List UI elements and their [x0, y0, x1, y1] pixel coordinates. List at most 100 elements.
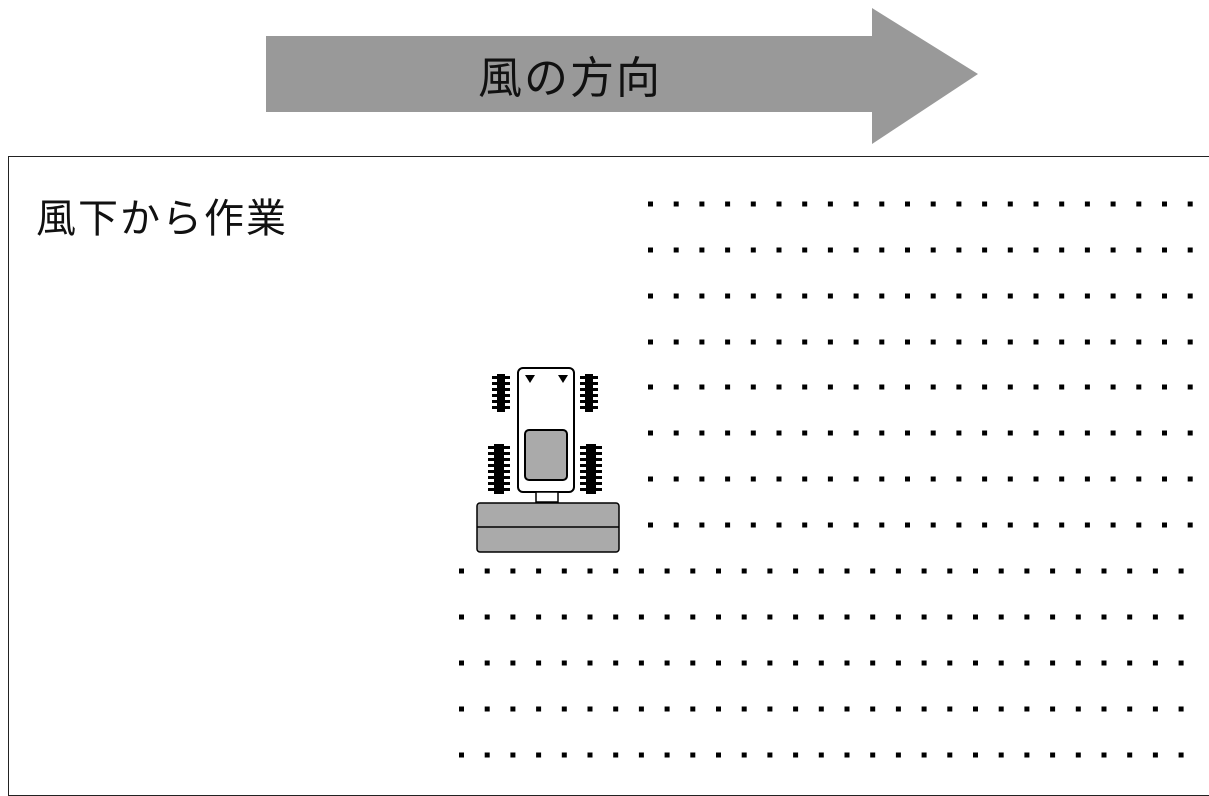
field-dot [973, 752, 978, 758]
field-dot [793, 752, 799, 758]
field-dot [1136, 339, 1142, 345]
front-left-tire [492, 374, 510, 412]
field-dot [725, 293, 731, 299]
field-dot [793, 660, 799, 666]
field-dot [1162, 476, 1167, 482]
field-dot [1162, 201, 1167, 207]
field-dot [802, 201, 808, 207]
field-dot [956, 384, 962, 390]
field-dot [895, 752, 901, 758]
headlight-left [525, 375, 535, 383]
field-dot [725, 384, 731, 390]
field-dot [1127, 568, 1133, 574]
field-dot [1187, 247, 1193, 253]
field-dot [1084, 430, 1090, 436]
field-dot [1059, 293, 1065, 299]
field-dot [827, 339, 833, 345]
field-dot [1033, 476, 1039, 482]
field-dot [982, 384, 988, 390]
field-dot [750, 384, 756, 390]
field-dot [1187, 339, 1193, 345]
field-dot [664, 568, 670, 574]
field-dot [587, 706, 593, 712]
field-dot [1110, 339, 1116, 345]
field-dot [982, 476, 988, 482]
field-dot [776, 339, 782, 345]
field-dot [1152, 568, 1158, 574]
field-dot [613, 752, 619, 758]
field-dot [930, 430, 936, 436]
field-dot [1110, 293, 1116, 299]
field-dot [1110, 201, 1116, 207]
field-dot [870, 568, 876, 574]
field-dot [982, 293, 988, 299]
field-dot [561, 614, 567, 620]
field-dot [1162, 293, 1167, 299]
field-dot [1084, 384, 1090, 390]
field-dot [1024, 706, 1030, 712]
field-dot [1084, 247, 1090, 253]
field-dot [793, 568, 799, 574]
field-dot [1101, 614, 1107, 620]
field-dot [741, 568, 747, 574]
field-dot [930, 247, 936, 253]
field-dot [818, 752, 824, 758]
field-dot [1101, 660, 1107, 666]
field-dot [716, 568, 721, 574]
field-dot [587, 660, 593, 666]
field-dot [1101, 706, 1107, 712]
field-dot [725, 247, 731, 253]
field-dot [956, 339, 962, 345]
field-dot [690, 706, 696, 712]
field-dot [648, 430, 653, 436]
field-dot [561, 568, 567, 574]
field-dot [484, 568, 490, 574]
field-dot [536, 660, 542, 666]
field-dot [690, 568, 696, 574]
field-dot [930, 293, 936, 299]
field-dot [921, 568, 927, 574]
field-dot [673, 247, 679, 253]
field-dot [870, 614, 876, 620]
field-dot [1136, 522, 1142, 528]
field-dot [776, 430, 782, 436]
field-dot [1110, 430, 1116, 436]
field-dot [879, 384, 885, 390]
front-right-tire [580, 374, 598, 412]
field-dot [638, 568, 644, 574]
field-dot [673, 476, 679, 482]
field-dot [1024, 752, 1030, 758]
field-dot [1075, 614, 1081, 620]
field-dot [947, 614, 953, 620]
field-dot [879, 247, 885, 253]
field-dot [947, 660, 953, 666]
field-dot [998, 752, 1004, 758]
field-dot [998, 706, 1004, 712]
field-dot [1152, 660, 1158, 666]
field-dot [459, 752, 464, 758]
field-dot [1162, 522, 1167, 528]
field-dot [1178, 568, 1184, 574]
field-dot [905, 384, 910, 390]
field-dot [998, 614, 1004, 620]
field-dot [767, 660, 773, 666]
field-dot [1178, 660, 1184, 666]
field-dot [1033, 522, 1039, 528]
field-dot [459, 660, 464, 666]
field-dot [1050, 752, 1056, 758]
field-dot [905, 339, 910, 345]
field-dot [1059, 476, 1065, 482]
field-dot [802, 247, 808, 253]
tractor-cab [524, 429, 568, 481]
field-dot [1075, 660, 1081, 666]
field-dot [1110, 522, 1116, 528]
field-dot [690, 614, 696, 620]
field-dot [1178, 706, 1184, 712]
field-dot [793, 706, 799, 712]
field-dot [776, 201, 782, 207]
field-dot [879, 201, 885, 207]
field-dot [818, 568, 824, 574]
field-dot [1024, 568, 1030, 574]
field-dot [699, 522, 705, 528]
field-dot [1007, 293, 1013, 299]
